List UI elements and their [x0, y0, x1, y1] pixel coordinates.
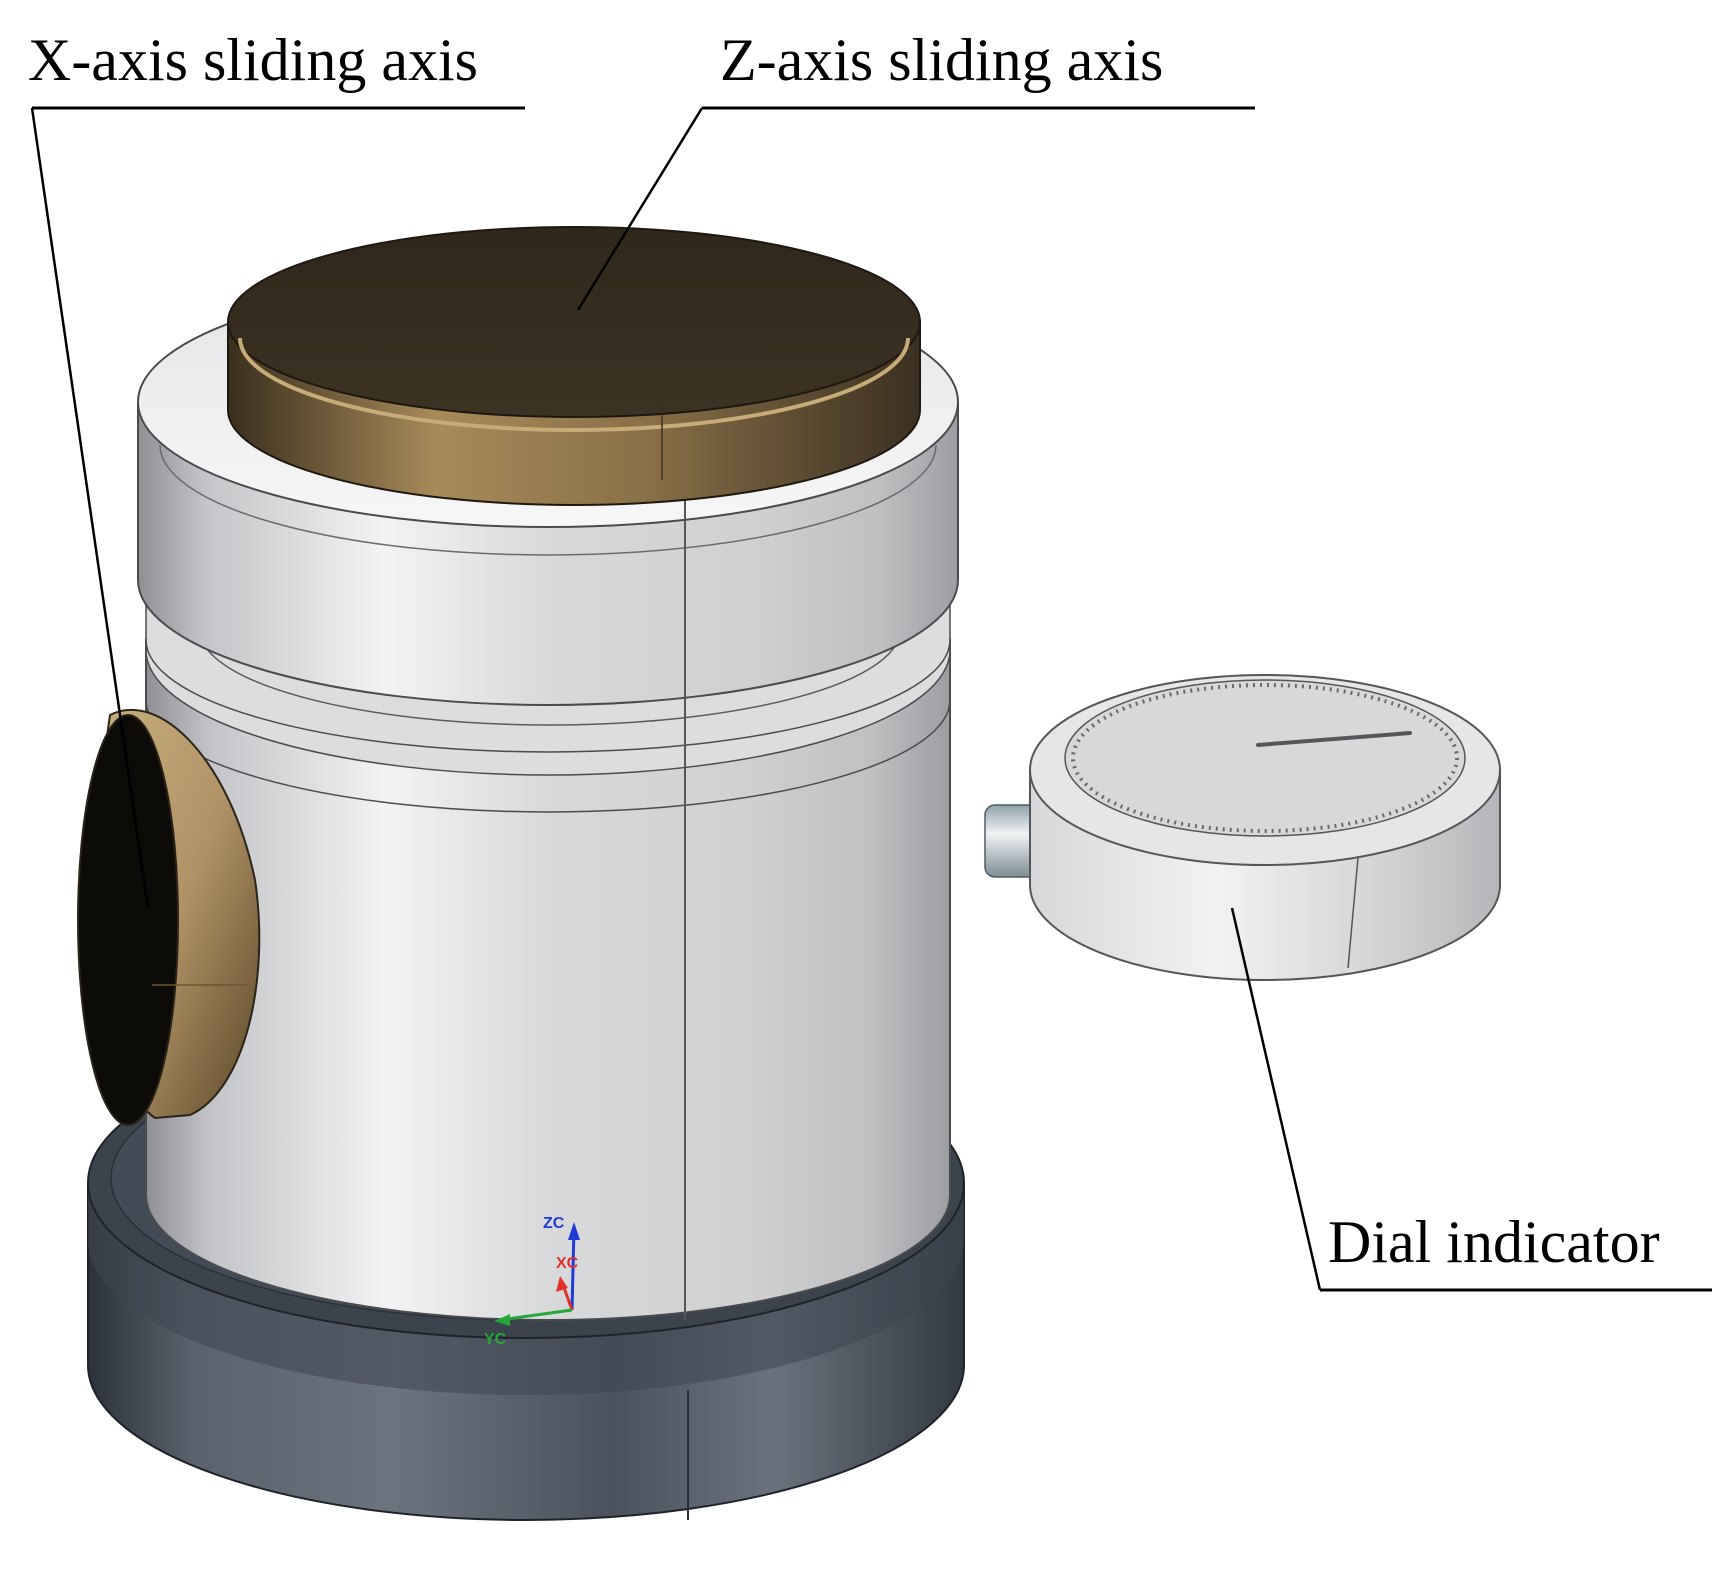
callout-x-axis-sliding-axis: X-axis sliding axis: [28, 27, 525, 909]
zc-arrow-icon: [568, 1222, 580, 1240]
z-axis-cap: [227, 226, 921, 506]
xc-label: XC: [556, 1255, 579, 1272]
dial-indicator-leader-line: [1230, 907, 1322, 1291]
yc-label: YC: [484, 1331, 507, 1348]
xc-arrow-icon: [556, 1276, 568, 1292]
zc-axis-line: [570, 1227, 576, 1311]
coordinate-triad: ZC XC YC: [484, 1215, 580, 1348]
x-axis-sliding-axis-label: X-axis sliding axis: [28, 27, 478, 93]
x-axis-disk: [77, 709, 261, 1126]
yc-axis-line: [499, 1308, 573, 1322]
callout-z-axis-sliding-axis: Z-axis sliding axis: [576, 27, 1255, 311]
x-axis-leader-line: [30, 107, 150, 909]
z-axis-leader-line: [576, 107, 704, 311]
yc-arrow-icon: [494, 1314, 510, 1326]
dial-indicator-graphic: [984, 674, 1501, 981]
callout-dial-indicator: Dial indicator: [1230, 907, 1712, 1292]
dial-indicator-label: Dial indicator: [1328, 1209, 1660, 1275]
z-axis-sliding-axis-label: Z-axis sliding axis: [720, 27, 1163, 93]
zc-label: ZC: [543, 1215, 565, 1232]
